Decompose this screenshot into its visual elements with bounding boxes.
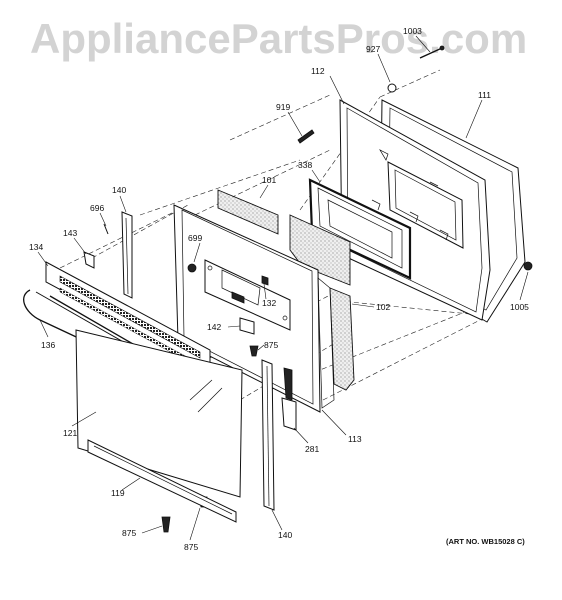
callout-140-top: 140 xyxy=(112,185,126,195)
callout-875-bl: 875 xyxy=(122,528,136,538)
part-696-screw xyxy=(103,223,109,235)
callout-927: 927 xyxy=(366,44,380,54)
part-119-bottom-trim xyxy=(87,439,237,523)
callout-919: 919 xyxy=(276,102,290,112)
part-1003-screw xyxy=(419,45,445,59)
callout-111: 111 xyxy=(478,90,491,100)
callout-119: 119 xyxy=(111,488,125,498)
part-699-screw xyxy=(187,263,197,273)
callout-1005: 1005 xyxy=(510,302,529,312)
callout-875-b: 875 xyxy=(184,542,198,552)
callout-699: 699 xyxy=(188,233,202,243)
part-875-screw-mid xyxy=(249,345,259,357)
part-134-vent-trim xyxy=(45,261,211,371)
part-919-pin xyxy=(297,129,315,144)
callout-143: 143 xyxy=(63,228,77,238)
part-140-top-channel xyxy=(121,211,133,299)
art-number: (ART NO. WB15028 C) xyxy=(446,537,525,546)
callout-875-mid: 875 xyxy=(264,340,278,350)
part-1005-bumper xyxy=(523,261,533,271)
callout-113: 113 xyxy=(348,434,362,444)
part-281-hinge xyxy=(281,367,297,431)
callout-132: 132 xyxy=(262,298,276,308)
part-101-insulation xyxy=(217,189,351,286)
leader-lines xyxy=(37,35,529,541)
part-875-screw-bl xyxy=(161,516,171,533)
callout-140-bot: 140 xyxy=(278,530,292,540)
callout-134: 134 xyxy=(29,242,43,252)
part-102-side-bracket xyxy=(317,277,355,409)
part-140-side-channel xyxy=(261,359,275,511)
callout-338: 338 xyxy=(298,160,312,170)
callout-281: 281 xyxy=(305,444,319,454)
callout-102: 102 xyxy=(376,302,390,312)
part-338-window-glass xyxy=(308,178,412,280)
callout-1003: 1003 xyxy=(403,26,422,36)
callout-101: 101 xyxy=(262,175,276,185)
callout-121: 121 xyxy=(63,428,77,438)
part-143-clip xyxy=(83,251,95,269)
callout-696: 696 xyxy=(90,203,104,213)
watermark-logo: AppliancePartsPros.com xyxy=(30,15,527,62)
callout-136: 136 xyxy=(41,340,55,350)
callout-labels: 1003 927 112 111 919 338 101 140 696 143… xyxy=(29,26,529,552)
part-927-washer xyxy=(387,83,397,93)
part-112-inner-panel xyxy=(339,99,491,321)
callout-142: 142 xyxy=(207,322,221,332)
callout-112: 112 xyxy=(311,66,325,76)
door-liner-panel xyxy=(173,204,321,413)
